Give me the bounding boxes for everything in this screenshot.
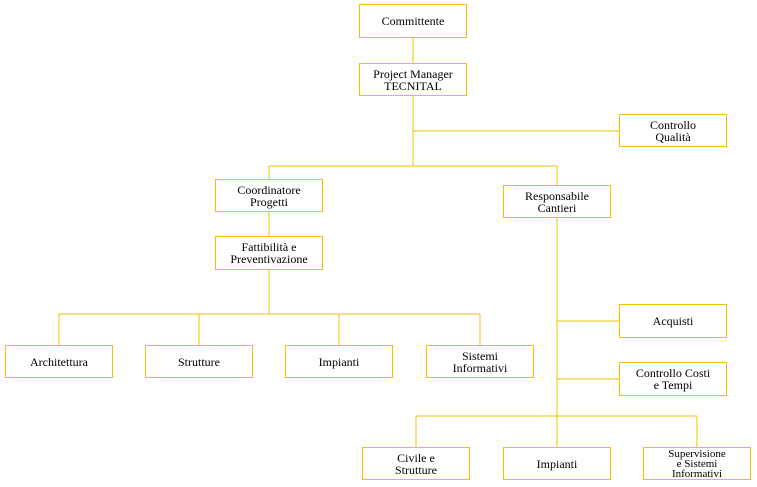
project-manager-box: Project Manager TECNITAL (359, 63, 467, 96)
civile-strutture-box: Civile e Strutture (362, 447, 470, 480)
committente-box: Committente (359, 4, 467, 38)
responsabile-cantieri-box: Responsabile Cantieri (503, 185, 611, 218)
sistemi-informativi-box: Sistemi Informativi (426, 345, 534, 378)
controllo-costi-tempi-box: Controllo Costi e Tempi (619, 362, 727, 396)
fattibilita-preventivazione-box: Fattibilità e Preventivazione (215, 236, 323, 270)
acquisti-box: Acquisti (619, 304, 727, 338)
impianti-progetti-box: Impianti (285, 345, 393, 378)
supervisione-sistemi-box: Supervisione e Sistemi Informativi (643, 447, 751, 480)
impianti-cantieri-box: Impianti (503, 447, 611, 480)
coordinatore-progetti-box: Coordinatore Progetti (215, 179, 323, 212)
strutture-box: Strutture (145, 345, 253, 378)
controllo-qualita-box: Controllo Qualità (619, 114, 727, 147)
architettura-box: Architettura (5, 345, 113, 378)
